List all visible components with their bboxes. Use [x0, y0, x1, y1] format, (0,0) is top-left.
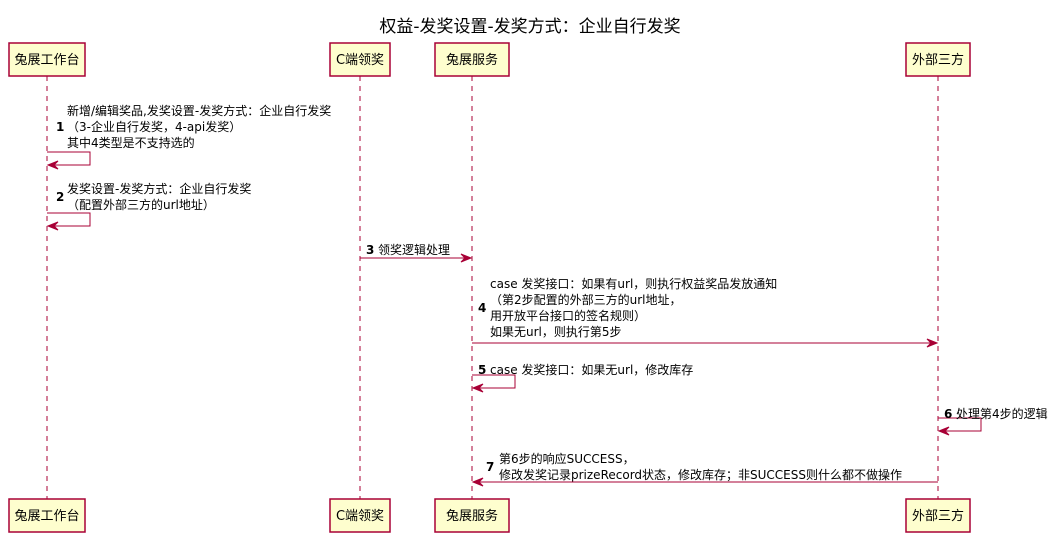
message-number: 1 — [56, 120, 64, 134]
participant-box — [329, 498, 391, 533]
participant-bottom-p4: 外部三方 — [905, 498, 971, 533]
message-text-line: 处理第4步的逻辑 — [956, 406, 1048, 421]
message-6: 6 处理第4步的逻辑 — [937, 406, 1048, 436]
participant-bottom-p3: 兔展服务 — [434, 498, 510, 533]
arrow-head — [46, 160, 59, 170]
message-number: 2 — [56, 190, 64, 204]
participant-label: 兔展服务 — [446, 508, 498, 524]
participant-label: C端领奖 — [336, 53, 384, 68]
message-number: 3 — [366, 243, 374, 257]
participant-box — [8, 498, 86, 533]
participant-label: 外部三方 — [912, 508, 964, 524]
message-text-line: （配置外部三方的url地址） — [67, 197, 215, 212]
message-number: 4 — [478, 301, 486, 315]
participant-box — [434, 42, 510, 77]
message-text-line: case 发奖接口：如果有url，则执行权益奖品发放通知 — [490, 276, 777, 291]
participant-box — [434, 498, 510, 533]
participant-label: 兔展工作台 — [14, 53, 79, 68]
message-number: 7 — [486, 460, 494, 474]
arrow-head — [937, 426, 950, 436]
participant-box — [905, 498, 971, 533]
message-5: 5 case 发奖接口：如果无url，修改库存 — [471, 362, 693, 393]
participant-label: 外部三方 — [912, 52, 964, 68]
participant-box — [329, 42, 391, 77]
message-text-line: 发奖设置-发奖方式：企业自行发奖 — [67, 181, 251, 196]
participant-top-p1: 兔展工作台 — [8, 42, 86, 77]
message-3: 3 领奖逻辑处理 — [360, 243, 473, 263]
message-text-line: 用开放平台接口的签名规则） — [490, 308, 646, 323]
arrow-head — [471, 477, 484, 487]
arrow-head — [471, 383, 484, 393]
message-4: 4 case 发奖接口：如果有url，则执行权益奖品发放通知（第2步配置的外部三方… — [472, 276, 939, 348]
message-line — [938, 417, 982, 432]
participant-label: 兔展工作台 — [14, 509, 79, 524]
message-text-line: （第2步配置的外部三方的url地址， — [490, 292, 682, 307]
message-text-line: 修改发奖记录prizeRecord状态，修改库存；非SUCCESS则什么都不做操… — [499, 467, 902, 482]
participant-top-p4: 外部三方 — [905, 42, 971, 77]
participant-box — [905, 42, 971, 77]
arrow-head — [46, 221, 59, 231]
message-line — [47, 212, 91, 227]
message-line — [472, 374, 516, 389]
participant-bottom-p1: 兔展工作台 — [8, 498, 86, 533]
participant-label: C端领奖 — [336, 509, 384, 524]
message-text-line: 领奖逻辑处理 — [378, 243, 450, 257]
message-text-line: （3-企业自行发奖，4-api发奖） — [67, 119, 241, 134]
participant-top-p2: C端领奖 — [329, 42, 391, 77]
message-line — [47, 151, 91, 166]
message-text-line: 其中4类型是不支持选的 — [67, 135, 195, 150]
lifelines — [46, 76, 939, 499]
participant-label: 兔展服务 — [446, 52, 498, 68]
message-text-line: 第6步的响应SUCCESS， — [499, 451, 635, 466]
message-text-line: case 发奖接口：如果无url，修改库存 — [490, 362, 693, 377]
message-number: 6 — [944, 407, 952, 421]
participant-top-p3: 兔展服务 — [434, 42, 510, 77]
arrow-head — [926, 338, 939, 348]
participant-bottom-p2: C端领奖 — [329, 498, 391, 533]
message-text-line: 新增/编辑奖品,发奖设置-发奖方式：企业自行发奖 — [67, 103, 331, 118]
participant-box — [8, 42, 86, 77]
messages: 1新增/编辑奖品,发奖设置-发奖方式：企业自行发奖（3-企业自行发奖，4-api… — [46, 103, 1048, 487]
message-1: 1新增/编辑奖品,发奖设置-发奖方式：企业自行发奖（3-企业自行发奖，4-api… — [46, 103, 331, 170]
message-number: 5 — [478, 363, 486, 377]
message-text-line: 如果无url，则执行第5步 — [490, 324, 622, 339]
arrow-head — [460, 253, 473, 263]
diagram-title: 权益-发奖设置-发奖方式：企业自行发奖 — [379, 17, 680, 37]
message-7: 7 第6步的响应SUCCESS，修改发奖记录prizeRecord状态，修改库存；… — [471, 451, 938, 487]
